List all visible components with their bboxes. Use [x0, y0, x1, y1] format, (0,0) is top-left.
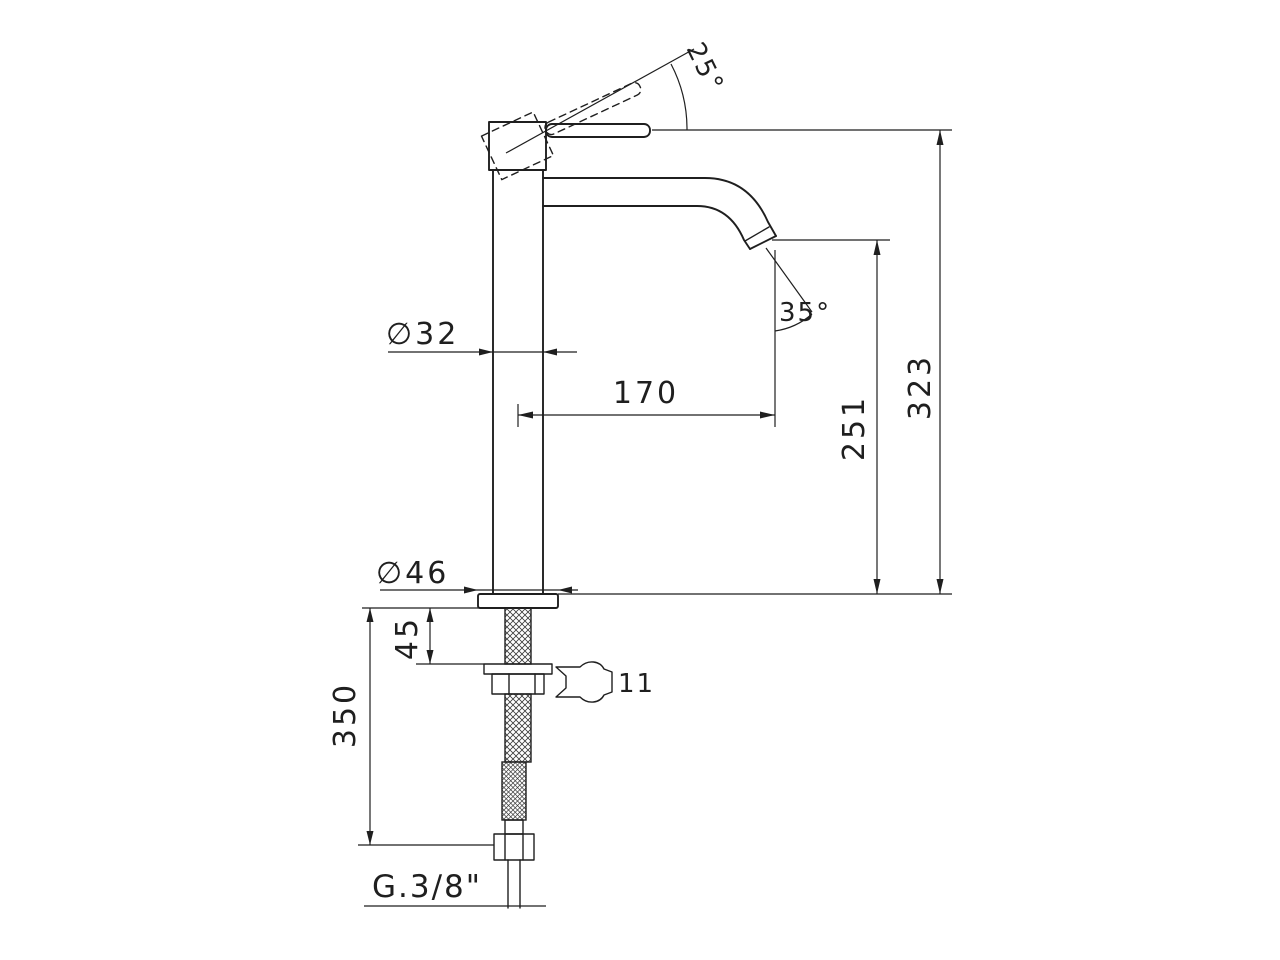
base-diameter-label: ∅46	[376, 556, 449, 591]
wrench-icon	[555, 661, 613, 703]
faucet-body-outline	[488, 121, 547, 595]
mounting-nut	[491, 673, 545, 695]
dim-spout-height: 251	[772, 239, 890, 594]
spout-angle-label: 35°	[779, 298, 831, 328]
deck-thickness-label: 45	[390, 616, 425, 660]
spout-outline	[542, 177, 777, 250]
spout-reach-label: 170	[613, 376, 679, 411]
wrench-size-callout: 11	[555, 661, 655, 703]
hose-tail-tube	[507, 859, 521, 909]
handle-lever-dashed-tilted	[480, 81, 642, 181]
inlet-thread-label: G.3/8"	[372, 869, 482, 905]
dim-body-diameter: ∅32	[386, 317, 577, 356]
hose-length-label: 350	[328, 682, 363, 748]
hose-connection-nut	[493, 833, 535, 861]
body-diameter-label: ∅32	[386, 317, 459, 352]
dim-spout-reach: 170	[517, 250, 776, 427]
dim-base-diameter: ∅46	[376, 556, 578, 594]
supply-hose	[501, 761, 527, 821]
mounting-washer	[483, 663, 553, 675]
total-height-label: 323	[903, 354, 938, 420]
dim-hose-length: 350	[328, 608, 494, 846]
dim-deck-thickness: 45	[362, 607, 484, 665]
dim-handle-angle: 25°	[505, 38, 730, 154]
spout-height-label: 251	[837, 395, 872, 461]
base-flange	[477, 593, 559, 609]
dim-spout-angle: 35°	[765, 247, 831, 332]
handle-angle-label: 25°	[680, 38, 730, 98]
thread-callout: G.3/8"	[364, 869, 546, 907]
hose-ferrule	[504, 819, 524, 835]
dim-total-height: 323	[558, 129, 952, 595]
wrench-size-label: 11	[618, 669, 655, 699]
